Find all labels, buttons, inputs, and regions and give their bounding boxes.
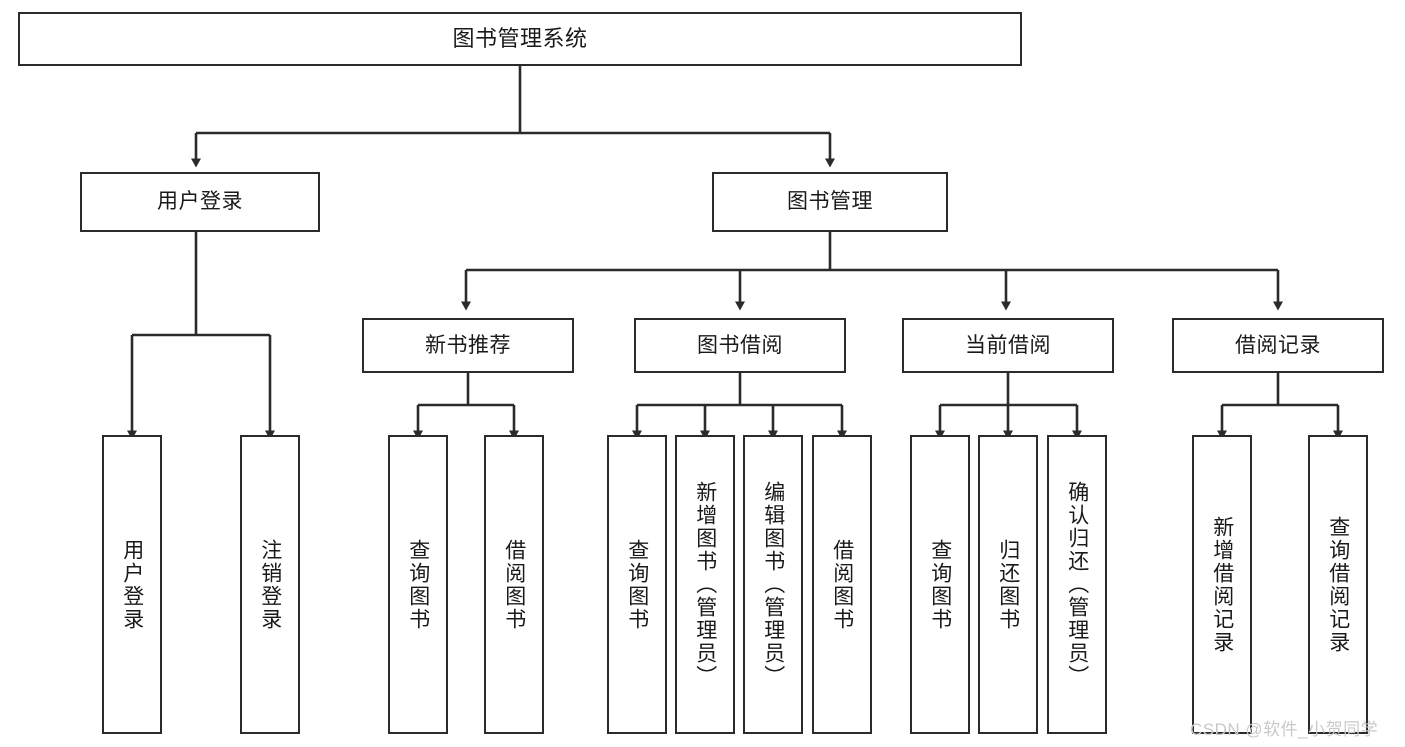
node-new-book-rec[interactable]: 新书推荐 — [362, 318, 574, 373]
node-leaf-add-record-label: 新增借阅记录 — [1210, 515, 1234, 654]
node-leaf-confirm-return[interactable]: 确认归还（管理员） — [1047, 435, 1107, 734]
node-leaf-return-book[interactable]: 归还图书 — [978, 435, 1038, 734]
node-book-borrow[interactable]: 图书借阅 — [634, 318, 846, 373]
node-leaf-query-record-label: 查询借阅记录 — [1326, 515, 1350, 654]
node-borrow-record-label: 借阅记录 — [1235, 333, 1321, 357]
node-leaf-query-book-3[interactable]: 查询图书 — [910, 435, 970, 734]
node-leaf-query-book-1-label: 查询图书 — [406, 538, 430, 631]
node-leaf-borrow-book-1[interactable]: 借阅图书 — [484, 435, 544, 734]
node-leaf-query-record[interactable]: 查询借阅记录 — [1308, 435, 1368, 734]
node-leaf-query-book-2-label: 查询图书 — [625, 538, 649, 631]
node-leaf-borrow-book-2-label: 借阅图书 — [830, 538, 854, 631]
node-book-manage[interactable]: 图书管理 — [712, 172, 948, 232]
node-leaf-borrow-book-2[interactable]: 借阅图书 — [812, 435, 872, 734]
node-leaf-borrow-book-1-label: 借阅图书 — [502, 538, 526, 631]
node-leaf-return-book-label: 归还图书 — [996, 538, 1020, 631]
node-leaf-add-record[interactable]: 新增借阅记录 — [1192, 435, 1252, 734]
node-leaf-add-book-label: 新增图书（管理员） — [693, 481, 717, 688]
node-leaf-query-book-3-label: 查询图书 — [928, 538, 952, 631]
node-leaf-edit-book[interactable]: 编辑图书（管理员） — [743, 435, 803, 734]
node-book-borrow-label: 图书借阅 — [697, 333, 783, 357]
node-leaf-logout[interactable]: 注销登录 — [240, 435, 300, 734]
node-leaf-query-book-2[interactable]: 查询图书 — [607, 435, 667, 734]
node-root[interactable]: 图书管理系统 — [18, 12, 1022, 66]
node-borrow-record[interactable]: 借阅记录 — [1172, 318, 1384, 373]
node-leaf-confirm-return-label: 确认归还（管理员） — [1065, 481, 1089, 688]
node-leaf-user-login[interactable]: 用户登录 — [102, 435, 162, 734]
node-user-login[interactable]: 用户登录 — [80, 172, 320, 232]
node-leaf-add-book[interactable]: 新增图书（管理员） — [675, 435, 735, 734]
node-leaf-user-login-label: 用户登录 — [120, 538, 144, 631]
csdn-watermark: CSDN @软件_小贺同学 — [1190, 720, 1379, 739]
node-book-manage-label: 图书管理 — [787, 190, 873, 214]
node-leaf-edit-book-label: 编辑图书（管理员） — [761, 481, 785, 688]
node-new-book-rec-label: 新书推荐 — [425, 333, 511, 357]
node-leaf-logout-label: 注销登录 — [258, 538, 282, 631]
node-current-borrow-label: 当前借阅 — [965, 333, 1051, 357]
node-current-borrow[interactable]: 当前借阅 — [902, 318, 1114, 373]
node-user-login-label: 用户登录 — [157, 190, 243, 214]
node-leaf-query-book-1[interactable]: 查询图书 — [388, 435, 448, 734]
node-root-label: 图书管理系统 — [452, 25, 588, 51]
